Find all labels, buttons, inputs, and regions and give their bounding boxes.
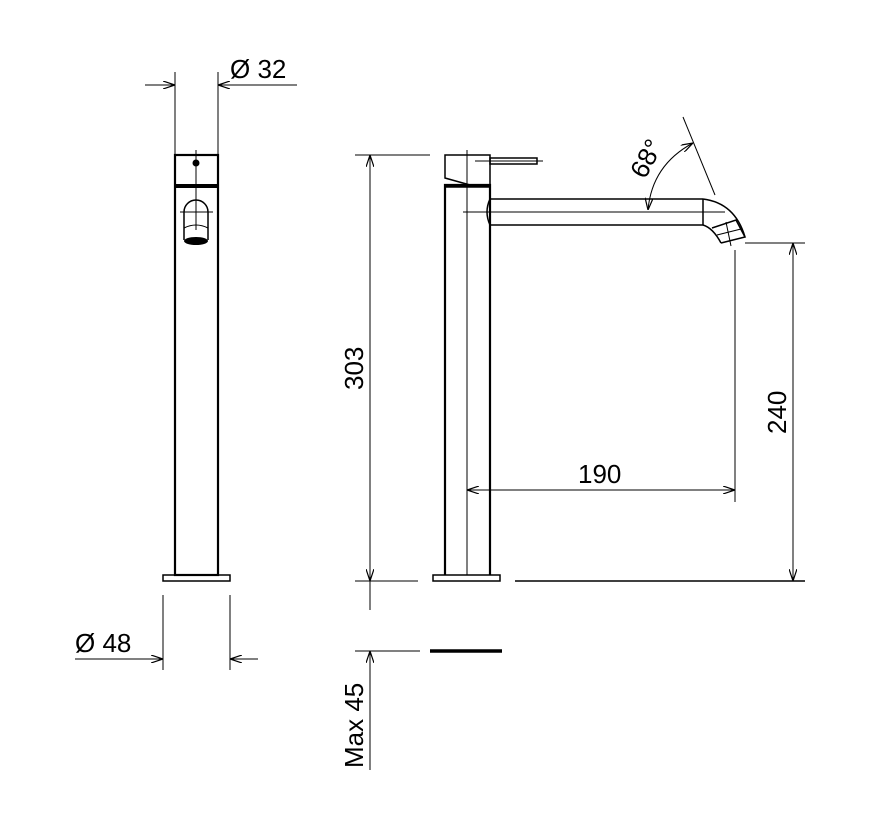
side-view: 303 Max 45 190 240 68° [339, 116, 805, 770]
top-diameter-label: Ø 32 [230, 54, 286, 84]
dimension-top-diameter: Ø 32 [145, 54, 297, 155]
front-view: Ø 32 Ø 48 [75, 54, 297, 670]
dimension-lever-angle: 68° [624, 116, 716, 210]
spout-height-label: 240 [762, 391, 792, 434]
total-height-label: 303 [339, 347, 369, 390]
handle-indicator-icon [192, 159, 200, 167]
base-diameter-label: Ø 48 [75, 628, 131, 658]
dimension-spout-reach: 190 [467, 250, 736, 502]
dimension-total-height: 303 [339, 154, 430, 582]
spout [463, 198, 747, 247]
deck-thickness-label: Max 45 [339, 683, 369, 768]
front-base-plate [162, 574, 231, 582]
dimension-base-diameter: Ø 48 [75, 595, 258, 670]
aerator-outlet [180, 195, 213, 245]
dimension-spout-height: 240 [745, 242, 805, 581]
dimension-deck-thickness: Max 45 [339, 581, 420, 770]
lever-angle-label: 68° [624, 134, 669, 183]
side-base-plate [432, 574, 501, 582]
spout-reach-label: 190 [578, 459, 621, 489]
